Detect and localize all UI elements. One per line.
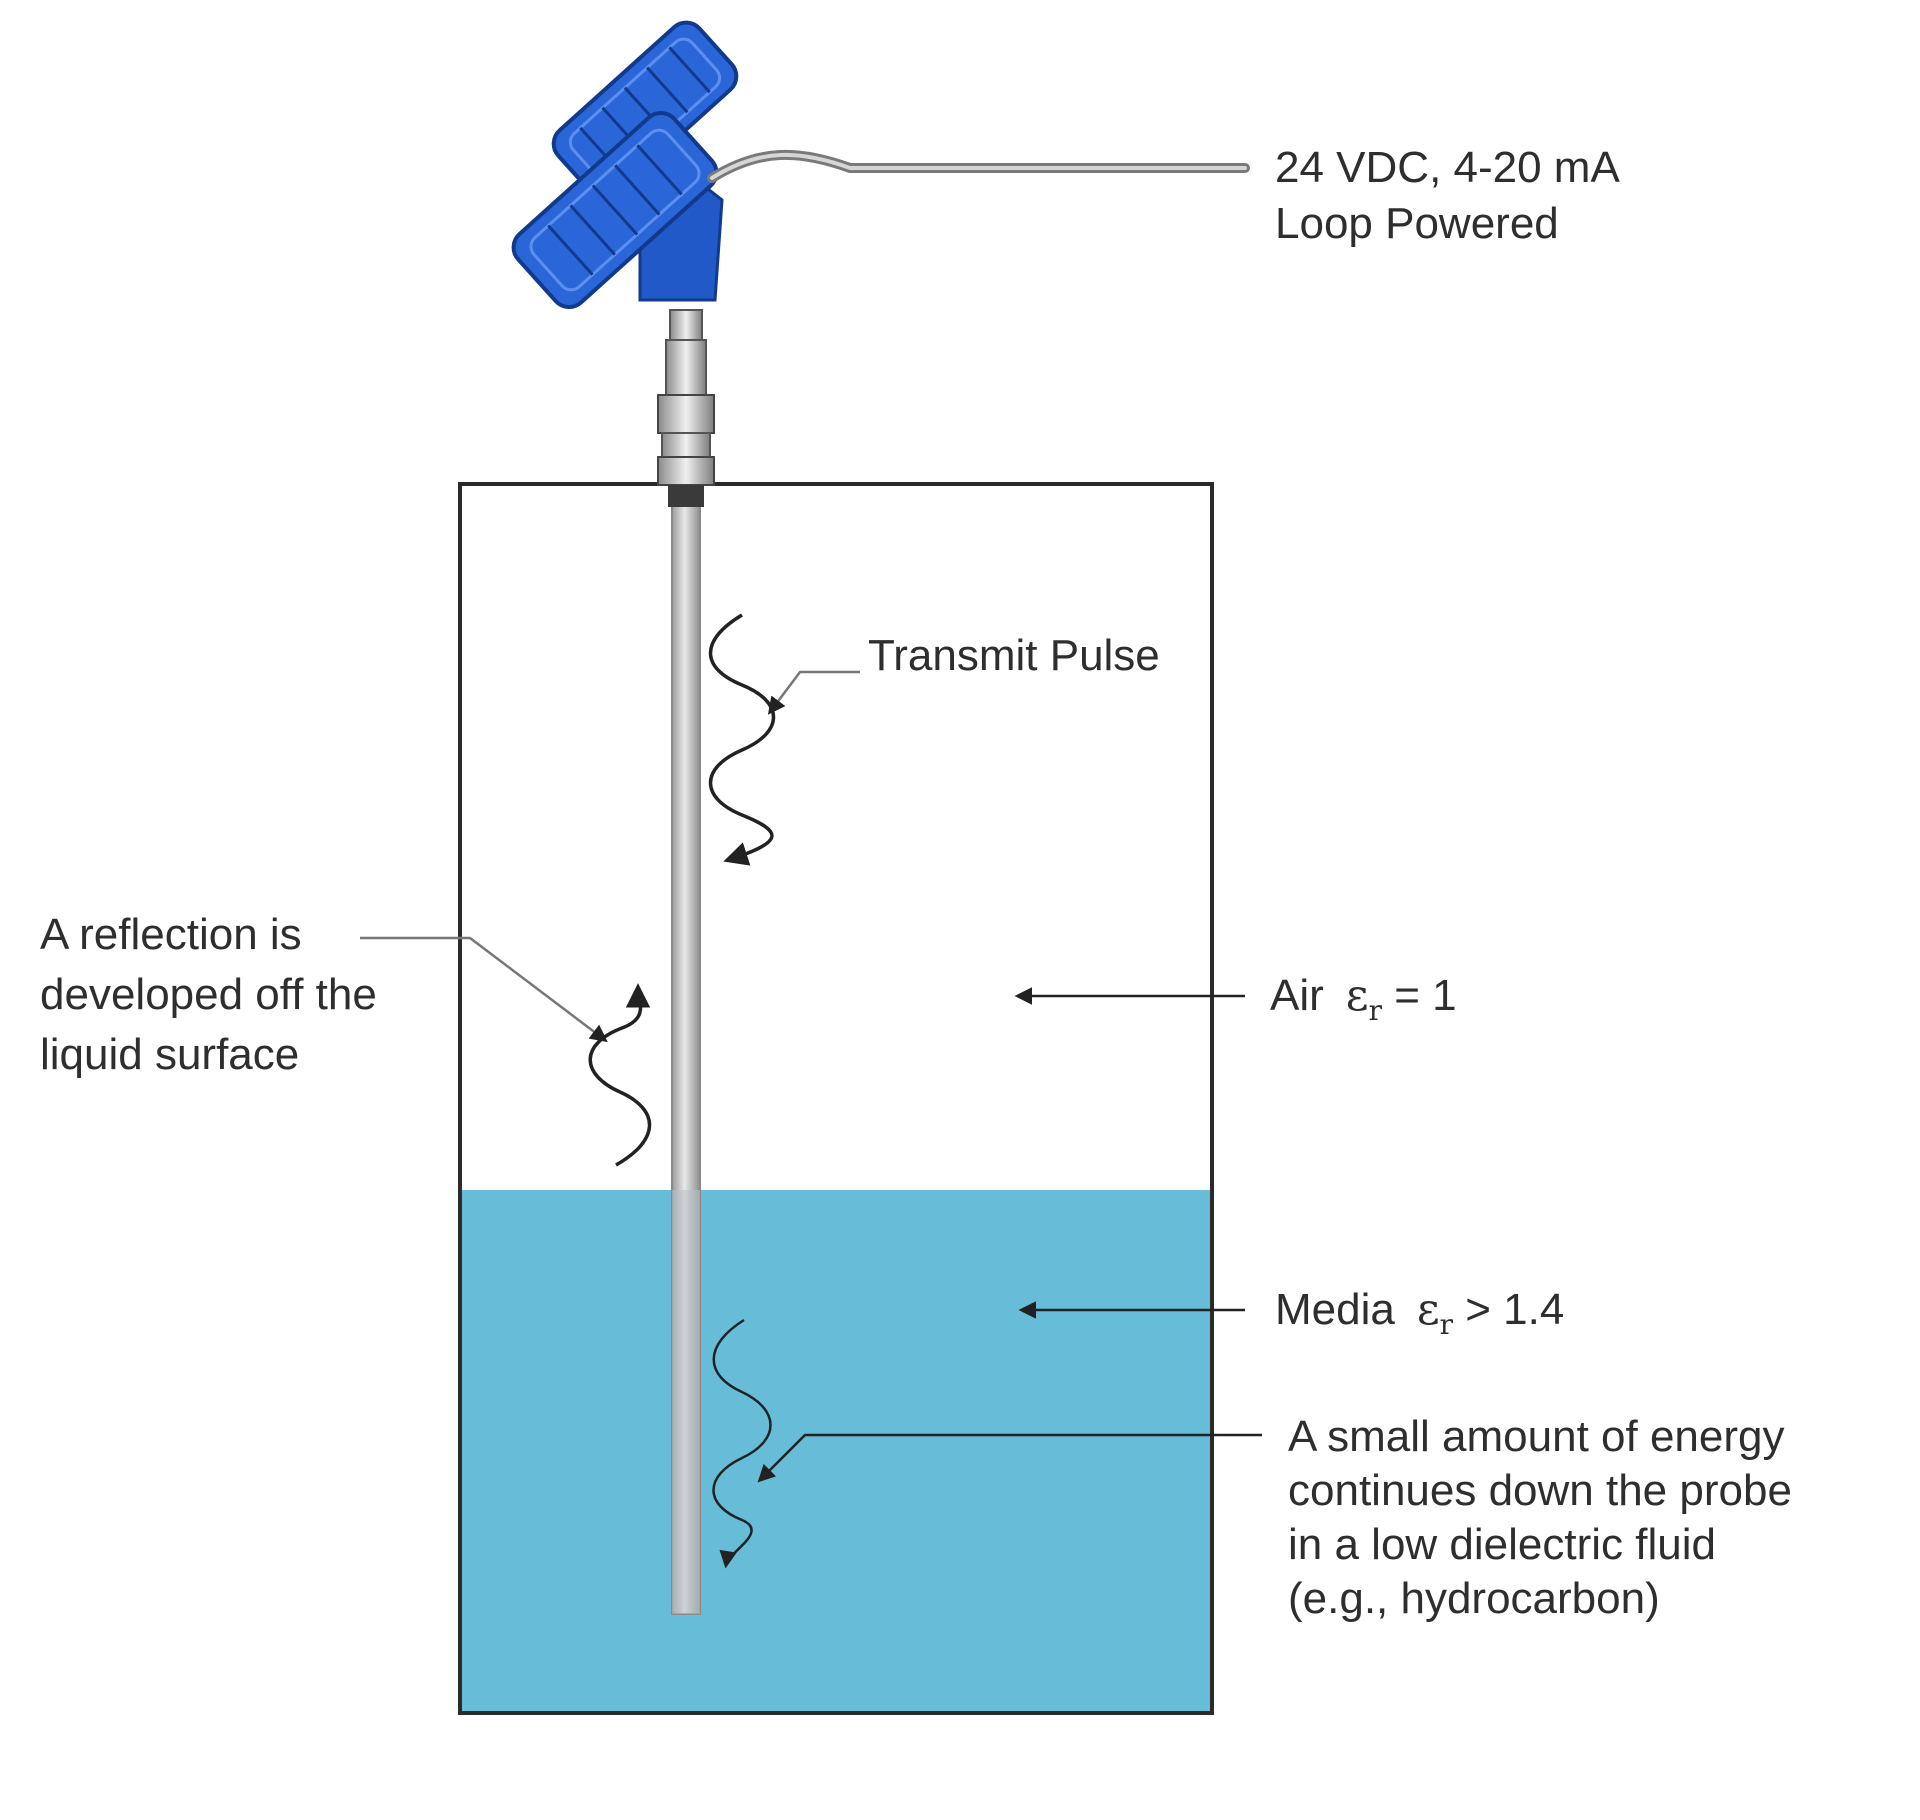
- reflection-leader: [360, 936, 608, 1043]
- reflection-label-line3: liquid surface: [40, 1030, 300, 1079]
- energy-label-line4: (e.g., hydrocarbon): [1288, 1574, 1660, 1623]
- reflection-label-line2: developed off the: [40, 970, 377, 1019]
- air-name: Air: [1270, 971, 1324, 1020]
- energy-label-line2: continues down the probe: [1288, 1466, 1792, 1515]
- tank: [458, 482, 1214, 1715]
- liquid-media: [460, 1190, 1212, 1713]
- air-permittivity-symbol: εr: [1345, 970, 1382, 1027]
- energy-leader: [757, 1433, 1262, 1483]
- power-label: 24 VDC, 4-20 mA Loop Powered: [1275, 140, 1620, 252]
- reflection-label: A reflection is developed off the liquid…: [40, 905, 377, 1085]
- reflection-label-line1: A reflection is: [40, 910, 302, 959]
- probe-submerged: [672, 1190, 700, 1614]
- reflection-wave: [588, 983, 652, 1167]
- continuing-energy-wave: [712, 1318, 772, 1569]
- energy-label-line1: A small amount of energy: [1288, 1412, 1785, 1461]
- media-name: Media: [1275, 1285, 1395, 1334]
- media-permittivity-symbol: εr: [1416, 1284, 1454, 1341]
- power-label-line2: Loop Powered: [1275, 199, 1559, 248]
- transmit-pulse-wave: [708, 613, 776, 866]
- transmit-pulse-leader: [767, 670, 860, 715]
- energy-label-line3: in a low dielectric fluid: [1288, 1520, 1716, 1569]
- media-permittivity-value: > 1.4: [1453, 1285, 1565, 1334]
- air-permittivity-value: = 1: [1381, 971, 1457, 1020]
- transmit-pulse-label: Transmit Pulse: [868, 631, 1160, 680]
- probe-fitting: [657, 309, 715, 507]
- radar-level-transmitter-icon: [511, 20, 739, 310]
- energy-label: A small amount of energy continues down …: [1288, 1410, 1792, 1626]
- power-label-line1: 24 VDC, 4-20 mA: [1275, 143, 1620, 192]
